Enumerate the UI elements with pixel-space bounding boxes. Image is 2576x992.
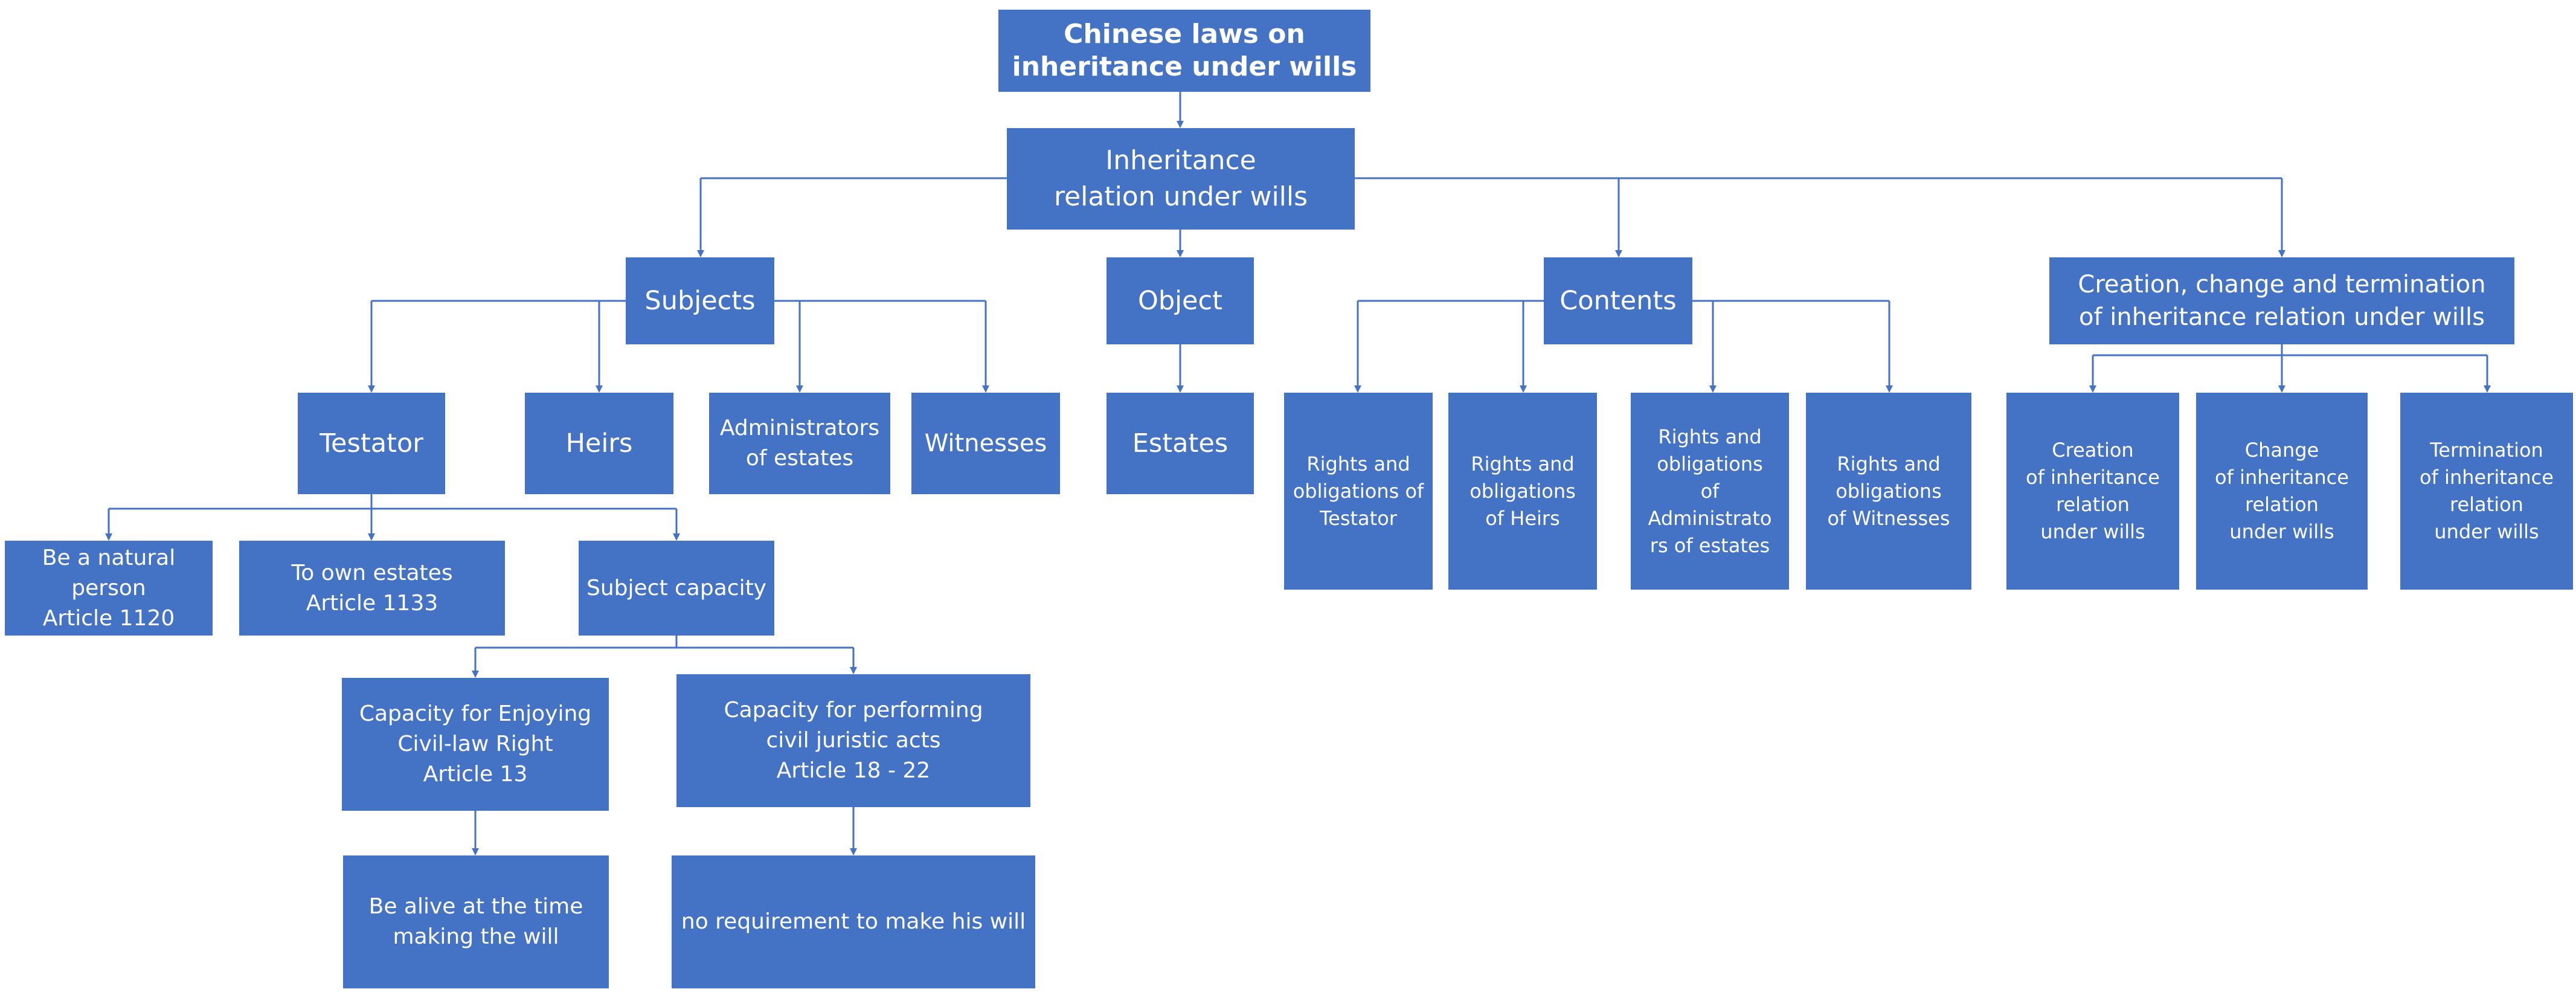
root-node: Chinese laws on inheritance under wills — [998, 10, 1370, 92]
administrators-node: Administrators of estates — [709, 393, 890, 494]
capacity-enjoying-label: Capacity for Enjoying Civil-law Right Ar… — [359, 701, 592, 787]
witnesses-node: Witnesses — [911, 393, 1060, 494]
testator-node-label: Testator — [320, 428, 423, 459]
estates-node-label: Estates — [1132, 428, 1229, 459]
natural-person-label: Be a natural person Article 1120 — [42, 545, 176, 631]
be-alive-node: Be alive at the time making the will — [343, 855, 609, 988]
creation-change-termination-label: Creation, change and termination of inhe… — [2078, 271, 2486, 331]
rights-testator-node: Rights and obligations of Testator — [1284, 393, 1433, 590]
heirs-node: Heirs — [525, 393, 673, 494]
change-node-label: Change of inheritance relation under wil… — [2215, 439, 2349, 543]
change-node: Change of inheritance relation under wil… — [2196, 393, 2368, 590]
rights-witnesses-label: Rights and obligations of Witnesses — [1827, 452, 1950, 530]
rights-administrators-node: Rights and obligations of Administrato r… — [1631, 393, 1789, 590]
witnesses-node-label: Witnesses — [924, 430, 1047, 457]
contents-node: Contents — [1544, 257, 1692, 344]
contents-node-label: Contents — [1559, 286, 1677, 316]
rights-heirs-node: Rights and obligations of Heirs — [1448, 393, 1597, 590]
own-estates-label: To own estates Article 1133 — [291, 560, 453, 616]
rights-testator-label: Rights and obligations of Testator — [1293, 452, 1424, 530]
relation-node: Inheritance relation under wills — [1007, 128, 1355, 230]
termination-node: Termination of inheritance relation unde… — [2400, 393, 2573, 590]
natural-person-node: Be a natural person Article 1120 — [5, 541, 213, 636]
creation-node: Creation of inheritance relation under w… — [2006, 393, 2179, 590]
creation-change-termination-node: Creation, change and termination of inhe… — [2049, 257, 2514, 344]
heirs-node-label: Heirs — [565, 428, 633, 459]
creation-node-label: Creation of inheritance relation under w… — [2026, 439, 2160, 543]
root-node-label: Chinese laws on inheritance under wills — [1012, 19, 1357, 82]
subject-capacity-label: Subject capacity — [586, 575, 766, 601]
rights-heirs-label: Rights and obligations of Heirs — [1469, 452, 1576, 530]
rights-administrators-label: Rights and obligations of Administrato r… — [1648, 425, 1772, 557]
administrators-node-label: Administrators of estates — [719, 416, 880, 471]
subjects-node-label: Subjects — [644, 286, 756, 316]
termination-node-label: Termination of inheritance relation unde… — [2420, 439, 2554, 543]
object-node-label: Object — [1137, 286, 1223, 316]
relation-node-label: Inheritance relation under wills — [1053, 145, 1308, 212]
capacity-enjoying-node: Capacity for Enjoying Civil-law Right Ar… — [342, 678, 609, 811]
capacity-performing-node: Capacity for performing civil juristic a… — [676, 674, 1030, 807]
estates-node: Estates — [1107, 393, 1254, 494]
subject-capacity-node: Subject capacity — [579, 541, 774, 636]
subjects-node: Subjects — [626, 257, 774, 344]
rights-witnesses-node: Rights and obligations of Witnesses — [1806, 393, 1971, 590]
no-requirement-label: no requirement to make his will — [681, 909, 1026, 934]
testator-node: Testator — [298, 393, 445, 494]
own-estates-node: To own estates Article 1133 — [239, 541, 505, 636]
no-requirement-node: no requirement to make his will — [672, 855, 1035, 988]
be-alive-label: Be alive at the time making the will — [368, 894, 583, 949]
capacity-performing-label: Capacity for performing civil juristic a… — [724, 698, 983, 783]
object-node: Object — [1107, 257, 1254, 344]
